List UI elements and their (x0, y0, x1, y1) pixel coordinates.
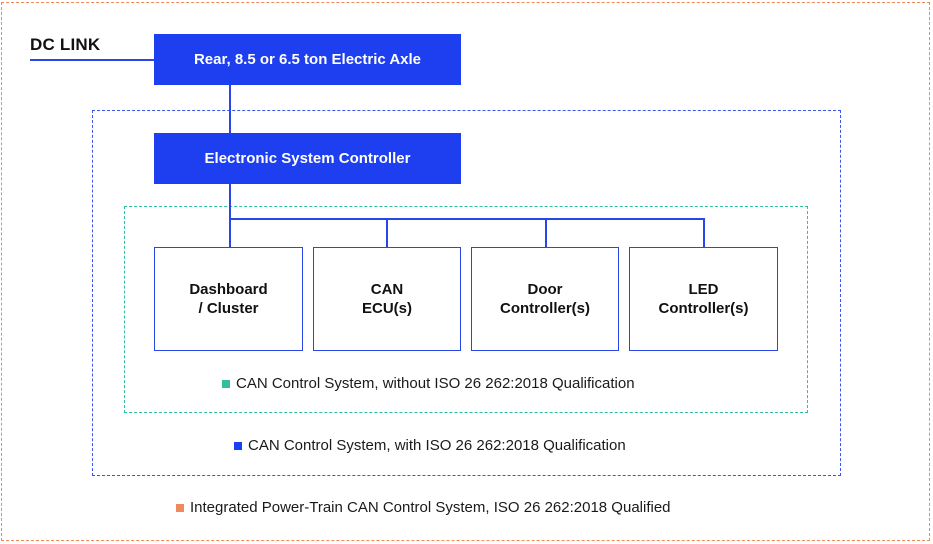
orange-square-icon (176, 503, 184, 512)
legend-green-text: CAN Control System, without ISO 26 262:2… (236, 375, 635, 392)
can-ecu-node: CAN ECU(s) (313, 247, 461, 351)
door-controller-label: Door Controller(s) (500, 281, 590, 317)
led-controller-node: LED Controller(s) (629, 247, 778, 351)
drop-door (545, 218, 547, 247)
electric-axle-label: Rear, 8.5 or 6.5 ton Electric Axle (193, 51, 422, 68)
iso-qualified-can-region (92, 110, 841, 476)
green-square-icon (222, 379, 230, 388)
dashboard-label: Dashboard / Cluster (189, 281, 268, 317)
led-controller-label: LED Controller(s) (658, 281, 749, 317)
legend-green: CAN Control System, without ISO 26 262:2… (222, 375, 635, 392)
dc-link-label: DC LINK (30, 35, 101, 54)
dashboard-node: Dashboard / Cluster (154, 247, 303, 351)
legend-orange-text: Integrated Power-Train CAN Control Syste… (190, 499, 671, 516)
can-ecu-label: CAN ECU(s) (361, 281, 412, 317)
non-iso-can-region (124, 206, 808, 413)
esc-label: Electronic System Controller (204, 150, 411, 167)
legend-blue-text: CAN Control System, with ISO 26 262:2018… (248, 437, 626, 454)
can-bus-line (229, 218, 704, 220)
blue-square-icon (234, 441, 242, 450)
electric-axle-node: Rear, 8.5 or 6.5 ton Electric Axle (154, 34, 461, 85)
drop-led (703, 218, 705, 247)
drop-dashboard (229, 218, 231, 247)
esc-bus-connector (229, 184, 231, 219)
dc-link-line (30, 59, 154, 61)
esc-node: Electronic System Controller (154, 133, 461, 184)
door-controller-node: Door Controller(s) (471, 247, 619, 351)
drop-can-ecu (386, 218, 388, 247)
legend-blue: CAN Control System, with ISO 26 262:2018… (234, 437, 626, 454)
axle-esc-connector (229, 85, 231, 133)
legend-orange: Integrated Power-Train CAN Control Syste… (176, 499, 671, 516)
